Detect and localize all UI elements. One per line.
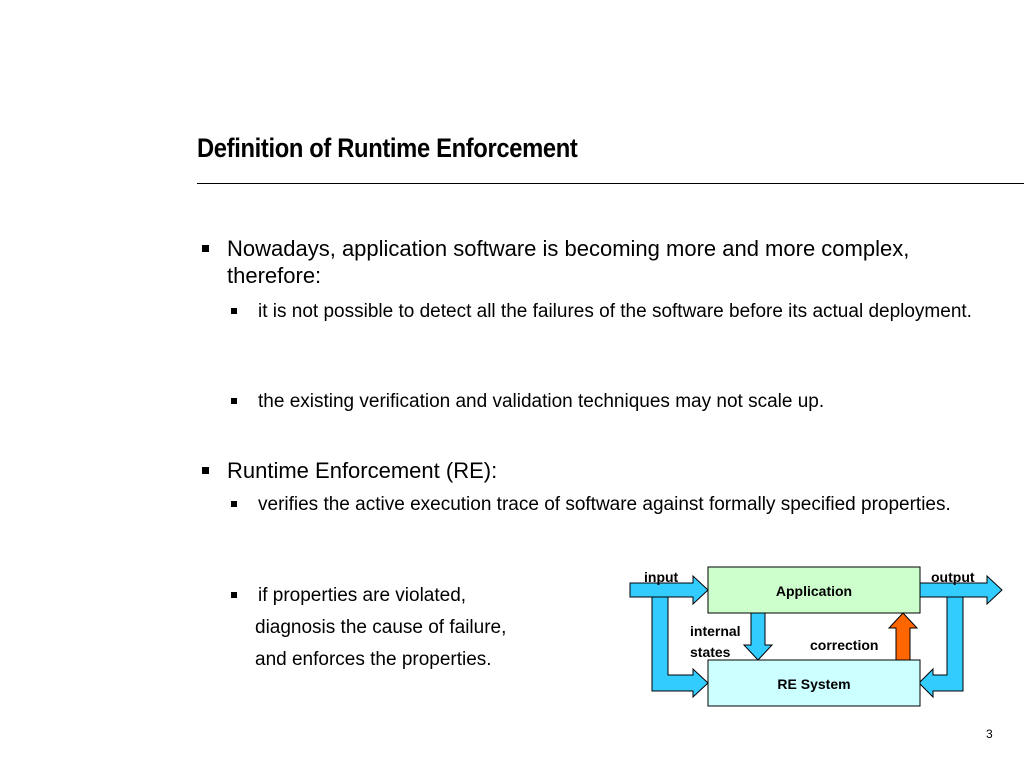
sub-bullet-violated: if properties are violated, bbox=[231, 583, 598, 609]
output-label: output bbox=[931, 569, 975, 585]
correction-label: correction bbox=[810, 637, 878, 653]
bullet-runtime-enforcement: Runtime Enforcement (RE): bbox=[202, 457, 987, 484]
continuation-enforces: and enforces the properties. bbox=[255, 649, 492, 670]
sub-bullet-verifies: verifies the active execution trace of s… bbox=[231, 492, 978, 518]
internal-label: internal bbox=[690, 623, 741, 639]
re-system-label: RE System bbox=[777, 676, 850, 692]
slide-title: Definition of Runtime Enforcement bbox=[197, 133, 578, 163]
states-label: states bbox=[690, 644, 731, 660]
re-to-output-arrow bbox=[918, 596, 964, 699]
bullet-nowadays: Nowadays, application software is becomi… bbox=[202, 235, 987, 289]
continuation-diagnosis: diagnosis the cause of failure, bbox=[255, 617, 507, 638]
input-arrow bbox=[629, 574, 709, 606]
correction-arrow bbox=[887, 612, 919, 661]
application-box bbox=[707, 566, 921, 614]
input-label: input bbox=[644, 569, 679, 585]
sub-bullet-verification: the existing verification and validation… bbox=[231, 389, 978, 415]
page-number: 3 bbox=[986, 727, 993, 741]
output-arrow bbox=[919, 574, 1003, 606]
application-label: Application bbox=[776, 583, 852, 599]
internal-states-arrow bbox=[742, 612, 774, 661]
title-divider bbox=[197, 183, 1024, 184]
input-to-re-arrow bbox=[651, 596, 709, 699]
sub-bullet-failures: it is not possible to detect all the fai… bbox=[231, 299, 978, 325]
re-system-box bbox=[707, 659, 921, 707]
